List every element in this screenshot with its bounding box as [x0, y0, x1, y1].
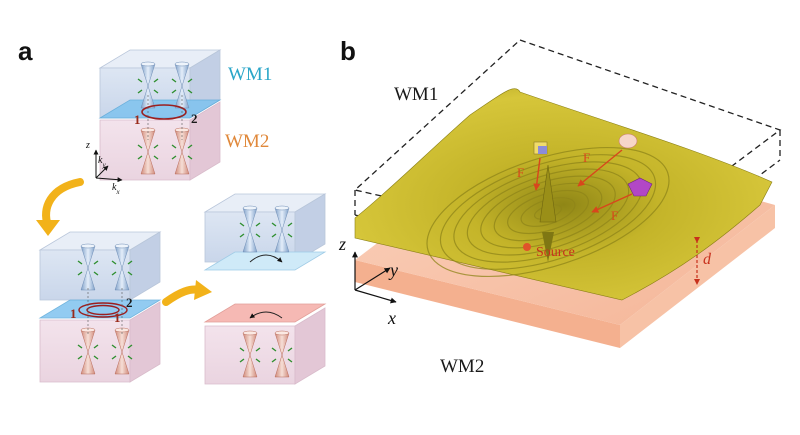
- panel-a-top-stack: 1 2: [98, 49, 222, 181]
- force-arrows: [533, 149, 633, 213]
- ripple-ring: [426, 146, 670, 278]
- panel-b-axes: [352, 251, 397, 304]
- panel-a-axes: z ky kx: [85, 140, 123, 196]
- interface-plane: [98, 99, 222, 119]
- pentagon-particle-icon: [627, 177, 653, 197]
- ripple-ring: [507, 189, 589, 235]
- ellipsoid-particle-icon: [618, 133, 638, 149]
- axis-x-label: x: [387, 308, 396, 328]
- axis-kx-label: kx: [112, 182, 120, 196]
- axis-ky-label: ky: [98, 155, 106, 169]
- axis-z-small: z: [85, 140, 90, 151]
- source-spike: [539, 164, 557, 223]
- panel-b-wm2-label: WM2: [440, 356, 484, 377]
- force-label: F: [583, 150, 590, 165]
- distance-label: d: [703, 251, 712, 268]
- loop-point-2: 2: [191, 111, 198, 126]
- lower-point-1b: 1: [114, 310, 121, 325]
- force-label: F: [517, 165, 524, 180]
- source-label: Source: [536, 245, 575, 260]
- force-label: F: [611, 208, 618, 223]
- panel-a-wm2-label: WM2: [225, 131, 269, 152]
- arrow-head-icon: [36, 220, 60, 236]
- fermi-arc-loop: [141, 104, 187, 120]
- ripple-ring: [493, 182, 603, 242]
- particles: [523, 133, 653, 251]
- wm2-box-side: [189, 101, 221, 181]
- panel-a-wm1-label: WM1: [228, 64, 272, 85]
- panel-a-letter: a: [18, 36, 33, 66]
- panel-a-wm2-alone: [203, 303, 327, 385]
- loop-point-1: 1: [134, 112, 141, 127]
- axis-y-label: y: [388, 260, 398, 280]
- source-dot-icon: [523, 243, 531, 251]
- lower-point-2: 2: [126, 295, 133, 310]
- transition-arrow-icon: [42, 178, 84, 230]
- axis-z-label: z: [338, 234, 346, 254]
- ripple-ring: [439, 154, 657, 270]
- panel-b-wm1-label: WM1: [394, 84, 438, 105]
- lower-point-1: 1: [70, 306, 77, 321]
- panel-b-letter: b: [340, 36, 356, 66]
- field-surface: [354, 88, 773, 301]
- panel-a-wm1-alone: [203, 193, 327, 271]
- panel-a-bottom-stack: 1 2 1: [38, 231, 162, 383]
